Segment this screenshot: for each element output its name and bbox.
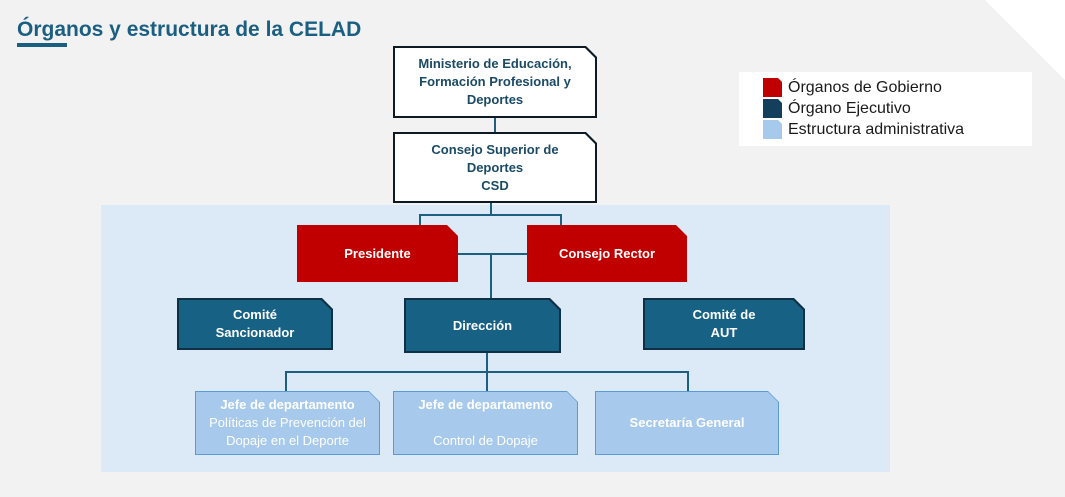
node-comite-sancionador-line-2: Sancionador	[215, 325, 295, 340]
node-csd-line-2: Deportes	[466, 159, 524, 175]
node-jefe-politicas[interactable]: Jefe de departamento Políticas de Preven…	[195, 391, 380, 455]
node-consejo-rector[interactable]: Consejo Rector	[527, 225, 687, 282]
node-comite-sancionador-line-1: Comité	[232, 307, 278, 322]
node-presidente[interactable]: Presidente	[297, 225, 458, 282]
legend-item-ejecutivo: Órgano Ejecutivo	[763, 99, 911, 118]
connector-jefe-control-up	[486, 371, 488, 391]
node-comite-aut[interactable]: Comité de AUT	[643, 298, 805, 350]
node-jefe-politicas-line-1: Políticas de Prevención del	[209, 415, 366, 430]
node-direccion-label: Dirección	[452, 317, 513, 333]
node-jefe-politicas-line-2: Dopaje en el Deporte	[226, 433, 349, 448]
legend-label-ejecutivo: Órgano Ejecutivo	[788, 99, 911, 117]
node-secretaria-label: Secretaría General	[629, 415, 745, 430]
title-underline	[17, 43, 67, 47]
legend-label-administrativa: Estructura administrativa	[788, 120, 965, 138]
node-jefe-control-line-2: Control de Dopaje	[433, 433, 538, 448]
connector-rector-up	[560, 214, 562, 225]
node-ministerio-line-1: Ministerio de Educación,	[418, 56, 572, 71]
legend-swatch-administrativa	[763, 120, 782, 139]
node-presidente-label: Presidente	[344, 245, 411, 261]
connector-jefe-politicas-up	[285, 371, 287, 391]
legend-swatch-ejecutivo	[763, 99, 782, 118]
node-comite-aut-line-2: AUT	[710, 325, 738, 340]
legend-label-gobierno: Órganos de Gobierno	[788, 78, 942, 96]
node-csd-line-1: Consejo Superior de	[431, 141, 559, 157]
legend: Órganos de Gobierno Órgano Ejecutivo Est…	[739, 72, 1032, 146]
legend-item-gobierno: Órganos de Gobierno	[763, 78, 942, 97]
legend-item-administrativa: Estructura administrativa	[763, 120, 964, 139]
connector-gobierno-direccion	[490, 253, 492, 298]
node-ministerio-line-3: Deportes	[466, 92, 524, 107]
node-jefe-control-heading: Jefe de departamento	[418, 397, 553, 412]
page-title: Órganos y estructura de la CELAD	[17, 18, 362, 41]
node-direccion[interactable]: Dirección	[404, 298, 561, 353]
node-ministerio-line-2: Formación Profesional y	[419, 74, 571, 89]
connector-ministerio-csd	[494, 118, 496, 132]
node-comite-sancionador[interactable]: Comité Sancionador	[177, 298, 333, 350]
connector-secretaria-up	[687, 371, 689, 391]
connector-csd-down	[490, 203, 492, 215]
connector-top-bar	[419, 214, 562, 216]
node-jefe-politicas-heading: Jefe de departamento	[220, 397, 355, 412]
page-corner-fold	[985, 0, 1065, 80]
node-consejo-rector-label: Consejo Rector	[558, 245, 656, 261]
node-csd-line-3: CSD	[481, 177, 509, 193]
node-csd[interactable]: Consejo Superior de Deportes CSD	[393, 132, 597, 203]
node-ministerio[interactable]: Ministerio de Educación, Formación Profe…	[393, 46, 597, 118]
node-comite-aut-line-1: Comité de	[692, 307, 756, 322]
connector-gobierno-bar	[458, 253, 527, 255]
legend-swatch-gobierno	[763, 78, 782, 97]
connector-presidente-up	[419, 214, 421, 225]
connector-direccion-down	[486, 353, 488, 372]
node-secretaria[interactable]: Secretaría General	[595, 391, 779, 455]
node-jefe-control[interactable]: Jefe de departamento Control de Dopaje	[393, 391, 578, 455]
